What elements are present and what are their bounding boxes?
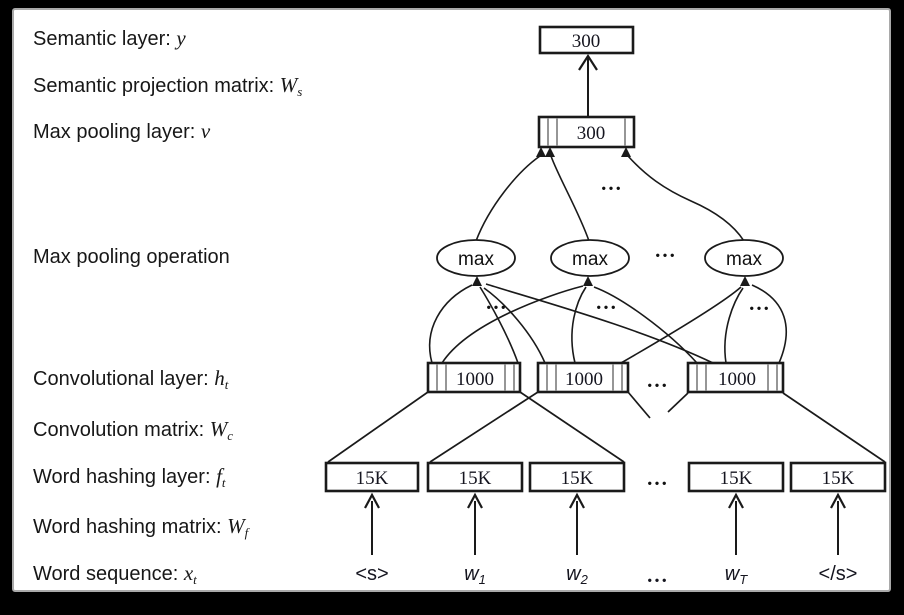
label-convolution-matrix: Convolution matrix: Wc <box>33 417 234 443</box>
pooling-arrowheads <box>536 147 631 157</box>
word-hashing-boxes: 15K 15K 15K 15K 15K <box>324 461 887 493</box>
max-to-pooling-curves <box>475 155 745 242</box>
label-semantic-projection-matrix: Semantic projection matrix: Ws <box>33 73 303 99</box>
label-word-hashing-matrix: Word hashing matrix: Wf <box>33 514 249 540</box>
dots-hash-row: ... <box>647 466 669 490</box>
word-ellipsis: ... <box>647 563 669 587</box>
max-pooling-layer-box: 300 <box>537 115 636 149</box>
dots-under-pooling: ... <box>601 171 623 195</box>
dots-below-max-2: ... <box>596 290 618 314</box>
dots-below-max-1: ... <box>486 290 508 314</box>
conv-value-2: 1000 <box>565 369 603 390</box>
diagram-panel <box>12 8 891 592</box>
max-pooling-layer-value: 300 <box>577 123 606 144</box>
max-label-1: max <box>458 249 494 270</box>
dots-conv-row: ... <box>647 368 669 392</box>
max-ellipse-1 <box>436 239 516 277</box>
hash-value-5: 15K <box>822 468 855 489</box>
dots-between-max: ... <box>655 238 677 262</box>
word-end-token: </s> <box>818 563 858 585</box>
max-ellipse-2 <box>550 239 630 277</box>
label-word-sequence: Word sequence: xt <box>33 561 197 587</box>
hash-value-4: 15K <box>720 468 753 489</box>
label-semantic-layer: Semantic layer: y <box>33 26 186 50</box>
dots-below-max-3: ... <box>749 291 771 315</box>
max-label-3: max <box>726 249 762 270</box>
hash-value-1: 15K <box>356 468 389 489</box>
conv-value-1: 1000 <box>456 369 494 390</box>
max-pooling-operations: max max max <box>436 239 784 286</box>
word-w1: w1 <box>464 563 486 587</box>
word-w2: w2 <box>566 563 588 587</box>
word-to-hash-arrows <box>364 492 846 555</box>
ellipsis-marks: ... ... ... ... ... ... ... <box>486 171 771 490</box>
conv-to-max-curves <box>428 283 787 364</box>
conv-layer-boxes: 1000 1000 1000 <box>426 361 785 394</box>
label-max-pooling-operation: Max pooling operation <box>33 246 230 268</box>
hash-to-conv-lines <box>327 391 886 463</box>
hash-value-2: 15K <box>459 468 492 489</box>
word-start-token: <s> <box>355 563 389 585</box>
word-wT: wT <box>724 563 748 587</box>
max-ellipse-3 <box>704 239 784 277</box>
semantic-layer-value: 300 <box>572 31 601 52</box>
label-word-hashing-layer: Word hashing layer: ft <box>33 464 226 490</box>
label-max-pooling-layer: Max pooling layer: v <box>33 119 211 143</box>
label-convolutional-layer: Convolutional layer: ht <box>33 366 229 392</box>
hash-value-3: 15K <box>561 468 594 489</box>
max-label-2: max <box>572 249 608 270</box>
projection-arrow <box>578 53 598 116</box>
semantic-layer-box: 300 <box>538 25 635 55</box>
conv-value-3: 1000 <box>718 369 756 390</box>
